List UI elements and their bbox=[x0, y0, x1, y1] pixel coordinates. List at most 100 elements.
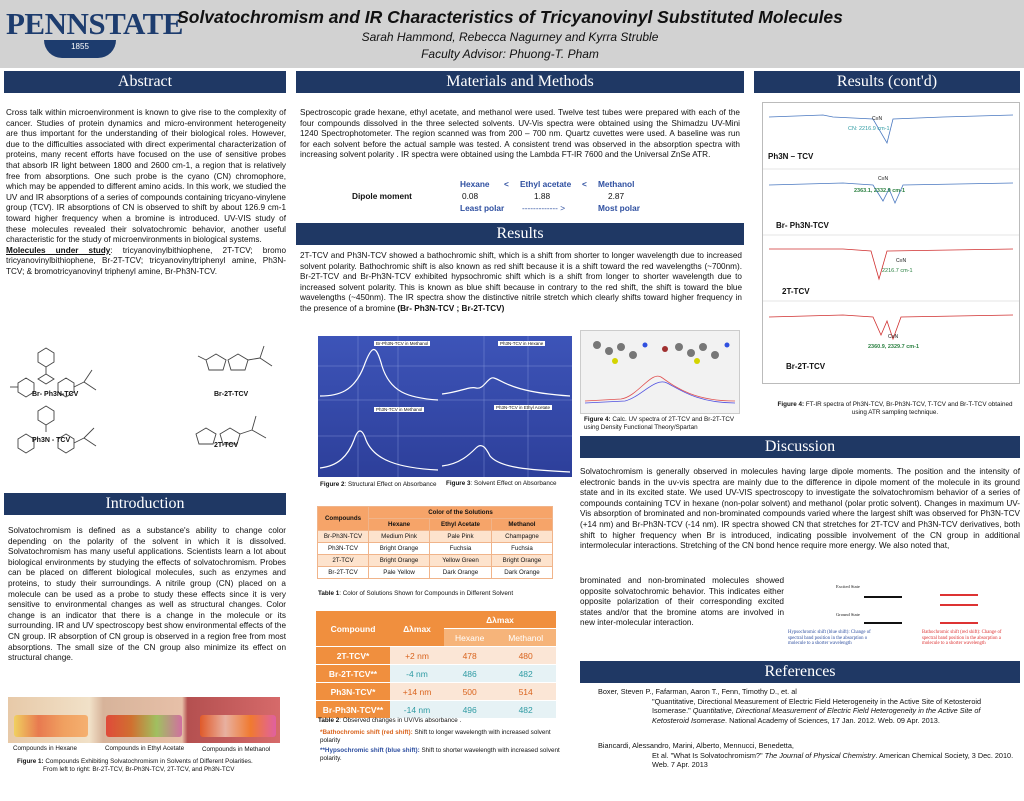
ir4-group: C≡N bbox=[888, 334, 899, 340]
figure3-caption-text: : Solvent Effect on Absorbance bbox=[470, 480, 557, 487]
table1-cell: Ph3N-TCV bbox=[317, 542, 369, 555]
figure4-plot bbox=[584, 341, 736, 404]
excited-state-label: Excited State bbox=[836, 584, 860, 589]
table2-caption-label: Table 2 bbox=[318, 717, 340, 724]
abstract-heading: Abstract bbox=[4, 71, 286, 93]
most-polar: Most polar bbox=[598, 203, 640, 213]
abstract-text: Cross talk within microenvironment is kn… bbox=[6, 108, 286, 278]
ref1-journal: Quantitative, Directional Measurement of… bbox=[652, 706, 981, 725]
figure4-dft-render bbox=[580, 330, 740, 414]
dipole-label: Dipole moment bbox=[352, 191, 412, 201]
figure1-caption-text: Compounds Exhibiting Solvatochromism in … bbox=[43, 758, 253, 765]
ground-state-line-black bbox=[864, 622, 902, 624]
results-text: 2T-TCV and Ph3N-TCV showed a bathochromi… bbox=[300, 251, 742, 315]
table2-cell: 514 bbox=[495, 682, 556, 701]
excited-state-line-red-1 bbox=[940, 594, 978, 596]
table1-cell: Fuchsia bbox=[429, 542, 492, 555]
ref2-title: Et al. "What Is Solvatochromism?" bbox=[652, 750, 763, 760]
ref2-publisher: . American Chemical Society, 3 Dec. 2010… bbox=[652, 750, 1014, 770]
least-polar: Least polar bbox=[460, 203, 505, 213]
table2-cell: 500 bbox=[444, 682, 496, 701]
note-red-text: Shift to longer wavelength with increase… bbox=[320, 729, 551, 744]
ir2-peak: 2363.1, 2332.9 cm-1 bbox=[854, 188, 906, 194]
label-br-ph3n-tcv: Br- Ph3N-TCV bbox=[32, 391, 79, 398]
structure-2t-tcv bbox=[195, 415, 267, 445]
molecules-text: : tricyanovinylbithiophene, 2T-TCV; brom… bbox=[6, 245, 286, 276]
discussion-heading: Discussion bbox=[580, 436, 1020, 458]
table2-cell: +2 nm bbox=[390, 646, 444, 665]
label-ph3n-tcv: Ph3N - TCV bbox=[32, 437, 71, 444]
table1-group: Color of the Solutions bbox=[368, 506, 553, 519]
figure2-plot bbox=[318, 336, 440, 477]
ir-panel-br-ph3n-tcv bbox=[768, 182, 1014, 204]
table2-cell: 486 bbox=[444, 664, 496, 683]
ir1-peak: CN: 2216.9 cm-1 bbox=[848, 126, 890, 132]
poster-title: Solvatochromism and IR Characteristics o… bbox=[177, 7, 843, 27]
ir-panel-br-2t-tcv bbox=[768, 314, 1014, 341]
photo-label-ethyl-acetate: Compounds in Ethyl Acetate bbox=[105, 745, 185, 752]
dipole-ethyl-acetate: 1.88 bbox=[534, 191, 551, 201]
table1-cell: Medium Pink bbox=[367, 530, 431, 543]
table1-col-hexane: Hexane bbox=[367, 518, 431, 531]
structure-br-2t-tcv bbox=[197, 345, 273, 371]
ir4-peak: 2360.9, 2329.7 cm-1 bbox=[868, 344, 920, 350]
table1-cell: Yellow Green bbox=[429, 554, 492, 567]
table1-cell: Pale Yellow bbox=[367, 566, 431, 579]
note-blue-text: Shift to shorter wavelength with increas… bbox=[320, 747, 560, 762]
table1-cell: Br-Ph3N-TCV bbox=[317, 530, 369, 543]
introduction-heading: Introduction bbox=[4, 493, 286, 515]
table1-cell: Dark Orange bbox=[429, 566, 492, 579]
figure4-calc-caption-label: Figure 4: bbox=[584, 416, 611, 423]
excited-state-line-red-2 bbox=[940, 604, 978, 606]
table2-cell: -4 nm bbox=[390, 664, 444, 683]
label-2t-tcv: 2T-TCV bbox=[214, 442, 239, 449]
table2-sub-methanol: Methanol bbox=[495, 628, 556, 647]
ir3-name: 2T-TCV bbox=[782, 287, 810, 296]
logo-seal: 1855 bbox=[44, 40, 116, 58]
results-body: 2T-TCV and Ph3N-TCV showed a bathochromi… bbox=[300, 251, 742, 313]
table2-caption: Table 2: Observed changes in UV/Vis abso… bbox=[318, 717, 461, 725]
fig3-label-hexane: Ph3N-TCV in Hexane bbox=[498, 341, 546, 346]
figure4-calc-caption: Figure 4: Calc. UV spectra of 2T-TCV and… bbox=[584, 416, 742, 432]
figure4-ir-caption-text: FT-IR spectra of Ph3N-TCV, Br-Ph3N-TCV, … bbox=[804, 401, 1013, 416]
figure4-calc-caption-text: Calc. UV spectra of 2T-TCV and Br-2T-TCV… bbox=[584, 416, 735, 431]
note-red-label: *Bathochromic shift (red shift): bbox=[320, 729, 413, 736]
figure2-caption-label: Figure 2 bbox=[320, 481, 345, 488]
solvent-ethyl-acetate: Ethyl acetate bbox=[520, 179, 572, 189]
table2-h-lambda: Δλmax bbox=[444, 611, 556, 629]
table2-cell: Br-Ph3N-TCV** bbox=[316, 700, 390, 719]
table2-note-blue: **Hypsochromic shift (blue shift): Shift… bbox=[320, 747, 560, 763]
table2-cell: 2T-TCV* bbox=[316, 646, 390, 665]
structure-ph3n-tcv bbox=[17, 405, 97, 454]
pennstate-logo: PENNSTATE 1855 bbox=[6, 8, 183, 60]
ref2-authors: Biancardi, Alessandro, Marini, Alberto, … bbox=[598, 741, 794, 750]
materials-body: Spectroscopic grade hexane, ethyl acetat… bbox=[300, 108, 740, 160]
ir-spectra-stack bbox=[762, 102, 1020, 384]
table1-cell: Bright Orange bbox=[367, 554, 431, 567]
results-body-emphasis: (Br- Ph3N-TCV ; Br-2T-TCV) bbox=[397, 303, 505, 313]
figure4-ir-caption-label: Figure 4: bbox=[777, 401, 805, 408]
table1-cell: Pale Pink bbox=[429, 530, 492, 543]
ir2-group: C≡N bbox=[878, 176, 889, 182]
molecules-label: Molecules under study bbox=[6, 245, 111, 255]
table2-cell: -14 nm bbox=[390, 700, 444, 719]
table2-cell: Ph3N-TCV* bbox=[316, 682, 390, 701]
fig3-label-ethyl-acetate: Ph3N-TCV in Ethyl Acetate bbox=[494, 405, 553, 410]
table2-cell: 482 bbox=[495, 664, 556, 683]
reference-1: Boxer, Steven P., Fafarman, Aaron T., Fe… bbox=[598, 687, 1014, 725]
polarity-arrow: ------------- > bbox=[522, 203, 566, 213]
table2-h-compound: Compound bbox=[316, 611, 390, 647]
references-heading: References bbox=[580, 661, 1020, 683]
table2-cell: 480 bbox=[495, 646, 556, 665]
table2-sub-hexane: Hexane bbox=[444, 628, 496, 647]
lt-1: < bbox=[504, 179, 509, 189]
table1-cell: 2T-TCV bbox=[317, 554, 369, 567]
solvent-methanol: Methanol bbox=[598, 179, 635, 189]
table2-cell: +14 nm bbox=[390, 682, 444, 701]
figure1-caption-label: Figure 1: bbox=[17, 758, 44, 765]
bathochromic-note: Bathochromic shift (red shift): Change o… bbox=[922, 630, 1002, 647]
